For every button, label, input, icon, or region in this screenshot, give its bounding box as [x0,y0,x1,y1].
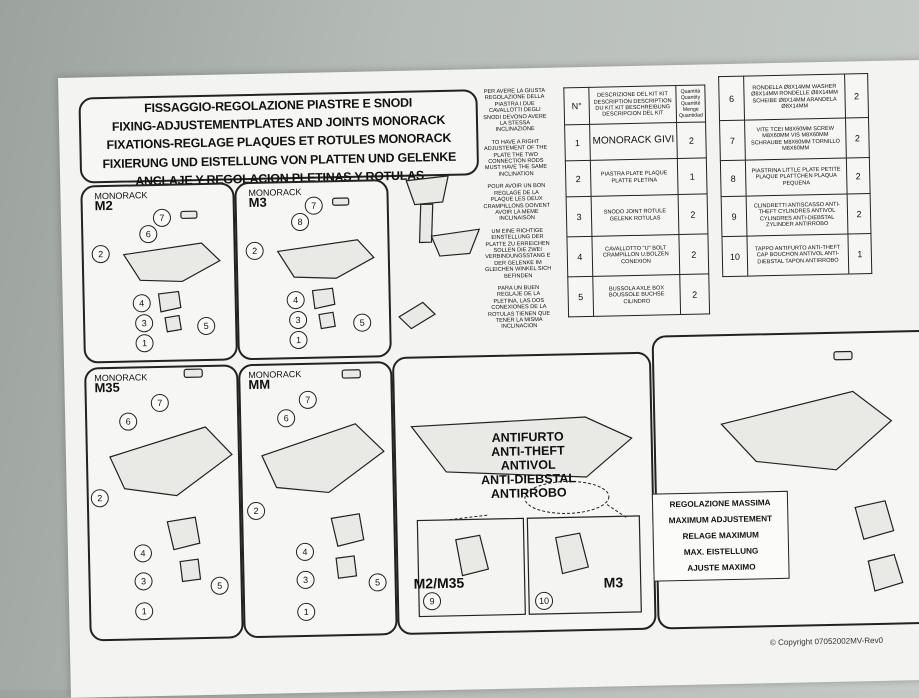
assembly-illustrations [109,175,904,618]
anti-theft-title: ANTIFURTO ANTI-THEFT ANTIVOL ANTI-DIEBST… [393,427,664,503]
rack-drawing [276,239,375,279]
joint-drawing [311,287,336,310]
regulation-line: MAXIMUM ADJUSTEMENT [668,514,773,526]
joint-drawing [854,500,895,540]
joint-drawing [164,314,182,333]
joint-drawing [867,553,904,592]
screw-head-drawing [180,210,198,220]
cylinder-socket-drawing [555,532,590,575]
joint-drawing [335,555,358,579]
joint-detail-drawing [430,228,481,257]
rack-drawing [410,416,633,478]
rod-detail-drawing [398,301,437,330]
regulation-line: AJUSTE MAXIMO [687,562,756,573]
rack-drawing [720,390,893,471]
max-adjustment-box: REGOLAZIONE MASSIMA MAXIMUM ADJUSTEMENT … [651,490,790,582]
screw-head-drawing [332,197,350,206]
rod-detail-drawing [418,203,434,244]
zoom-line [606,504,628,519]
detail-label-m3: M3 [603,574,624,591]
screw-head-drawing [833,350,853,361]
rack-drawing [122,242,221,283]
instruction-sheet: FISSAGGIO-REGOLAZIONE PIASTRE E SNODI FI… [58,59,919,698]
joint-drawing [166,516,201,551]
zoom-ellipse [524,480,610,514]
rack-drawing [261,423,385,494]
screw-head-drawing [341,369,361,379]
rack-drawing [109,426,233,497]
joint-detail-drawing [405,175,449,206]
screw-head-drawing [183,368,203,378]
joint-drawing [179,558,202,583]
zoom-line [447,514,488,521]
detail-label-m2-m35: M2/M35 [413,574,465,592]
joint-drawing [330,513,365,547]
cylinder-socket-drawing [455,534,490,577]
joint-drawing [318,311,336,330]
joint-drawing [157,290,182,313]
